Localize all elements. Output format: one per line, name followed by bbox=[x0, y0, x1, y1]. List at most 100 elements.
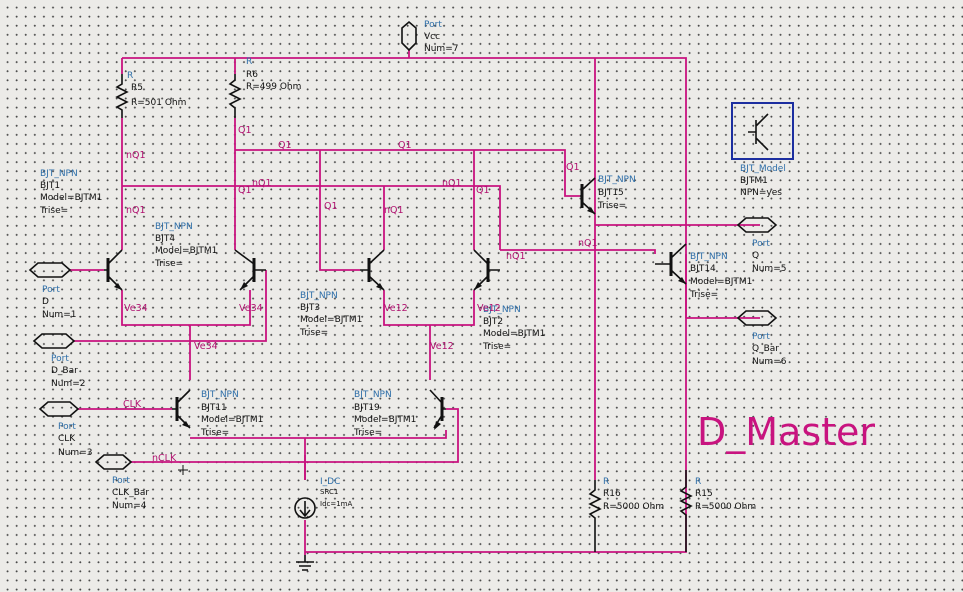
svg-text:BJT_NPN: BJT_NPN bbox=[155, 222, 193, 232]
svg-text:R5: R5 bbox=[131, 83, 143, 93]
svg-text:nQ1: nQ1 bbox=[442, 178, 462, 189]
crosshair-cursor-icon bbox=[178, 465, 188, 475]
svg-text:Num=2: Num=2 bbox=[51, 379, 85, 389]
port-q[interactable]: Port Q Num=5 bbox=[736, 217, 786, 274]
resistor-r6[interactable]: R R6 R=499 Ohm bbox=[228, 57, 301, 118]
svg-text:Port: Port bbox=[424, 20, 442, 30]
svg-text:Port: Port bbox=[752, 239, 770, 249]
svg-text:Q1: Q1 bbox=[238, 185, 252, 196]
svg-text:Q1: Q1 bbox=[324, 201, 338, 212]
svg-text:R=5000 Ohm: R=5000 Ohm bbox=[695, 502, 756, 512]
resistor-r15[interactable]: R R15 R=5000 Ohm bbox=[679, 470, 756, 552]
svg-text:D_Bar: D_Bar bbox=[51, 366, 78, 376]
transistor-bjt19[interactable]: BJT_NPN BJT19 Model=BJTM1 Trise= bbox=[353, 389, 446, 438]
svg-text:Idc=1mA: Idc=1mA bbox=[320, 500, 352, 508]
svg-text:BJT19: BJT19 bbox=[354, 403, 380, 413]
svg-text:Trise=: Trise= bbox=[39, 206, 68, 216]
svg-text:Port: Port bbox=[42, 285, 60, 295]
transistor-bjt15[interactable]: BJT_NPN BJT15 Trise= bbox=[580, 175, 636, 215]
transistor-bjt11[interactable]: BJT_NPN BJT11 Model=BJTM1 Trise= bbox=[172, 389, 263, 438]
svg-text:R: R bbox=[603, 477, 609, 487]
svg-text:BJTM1: BJTM1 bbox=[740, 176, 768, 186]
svg-text:R: R bbox=[246, 57, 252, 67]
svg-text:Model=BJTM1: Model=BJTM1 bbox=[354, 415, 416, 425]
ground-icon bbox=[296, 555, 314, 571]
svg-text:CLK_Bar: CLK_Bar bbox=[112, 488, 149, 498]
port-clk-bar[interactable]: Port CLK_Bar Num=4 bbox=[94, 454, 149, 511]
svg-text:R: R bbox=[127, 71, 133, 81]
resistor-r16[interactable]: R R16 R=5000 Ohm bbox=[588, 477, 664, 552]
svg-text:Model=BJTM1: Model=BJTM1 bbox=[201, 415, 263, 425]
resistor-r5[interactable]: R R5 R=501 Ohm bbox=[115, 71, 186, 118]
svg-text:CLK: CLK bbox=[58, 434, 76, 444]
svg-text:Q1: Q1 bbox=[398, 140, 412, 151]
svg-text:BJT_NPN: BJT_NPN bbox=[690, 252, 728, 262]
bjt-model-symbol[interactable]: BJT_Model BJTM1 NPN=yes bbox=[731, 102, 794, 198]
port-q-bar[interactable]: Port Q_Bar Num=6 bbox=[736, 310, 787, 367]
transistor-bjt3[interactable]: BJT_NPN BJT3 Model=BJTM1 Trise= bbox=[299, 249, 385, 338]
svg-text:BJT_Model: BJT_Model bbox=[740, 164, 786, 174]
svg-text:Port: Port bbox=[58, 422, 76, 432]
svg-text:Q1: Q1 bbox=[278, 140, 292, 151]
svg-text:R: R bbox=[695, 477, 701, 487]
svg-text:Q1: Q1 bbox=[566, 162, 580, 173]
svg-text:BJT_NPN: BJT_NPN bbox=[598, 175, 636, 185]
net-labels: nQ1 nQ1 nQ1 nQ1 nQ1 nQ1 nQ1 Q1 Q1 Q1 Q1 … bbox=[123, 125, 598, 464]
svg-text:Trise=: Trise= bbox=[482, 342, 511, 352]
svg-text:BJT1: BJT1 bbox=[40, 181, 60, 191]
svg-text:Model=BJTM1: Model=BJTM1 bbox=[483, 329, 545, 339]
svg-text:Trise=: Trise= bbox=[299, 328, 328, 338]
svg-text:BJT_NPN: BJT_NPN bbox=[40, 169, 78, 179]
svg-text:Trise=: Trise= bbox=[353, 428, 382, 438]
port-clk[interactable]: Port CLK Num=3 bbox=[38, 401, 92, 458]
svg-text:SRC1: SRC1 bbox=[320, 488, 338, 496]
svg-text:Port: Port bbox=[112, 476, 130, 486]
svg-text:Port: Port bbox=[752, 332, 770, 342]
transistor-bjt4[interactable]: BJT_NPN BJT4 Model=BJTM1 Trise= bbox=[154, 222, 266, 291]
port-d[interactable]: Port D Num=1 bbox=[28, 262, 76, 320]
svg-text:Model=BJTM1: Model=BJTM1 bbox=[155, 246, 217, 256]
transistor-bjt14[interactable]: BJT_NPN BJT14 Model=BJTM1 Trise= bbox=[655, 243, 752, 300]
port-d-bar[interactable]: Port D_Bar Num=2 bbox=[32, 333, 85, 389]
svg-text:D: D bbox=[42, 297, 49, 307]
svg-text:NPN=yes: NPN=yes bbox=[740, 188, 782, 198]
svg-text:BJT3: BJT3 bbox=[300, 303, 320, 313]
svg-text:Num=5: Num=5 bbox=[752, 264, 786, 274]
svg-text:Num=6: Num=6 bbox=[752, 357, 787, 367]
svg-text:BJT2: BJT2 bbox=[483, 317, 503, 327]
svg-text:Port: Port bbox=[51, 354, 69, 364]
svg-text:nQ1: nQ1 bbox=[384, 205, 404, 216]
transistor-bjt2[interactable]: BJT_NPN BJT2 Model=BJTM1 Trise= bbox=[473, 249, 545, 352]
svg-text:Trise=: Trise= bbox=[154, 259, 183, 269]
svg-text:R=501 Ohm: R=501 Ohm bbox=[131, 98, 186, 108]
svg-text:Model=BJTM1: Model=BJTM1 bbox=[300, 315, 362, 325]
svg-text:Q1: Q1 bbox=[476, 185, 490, 196]
svg-text:R16: R16 bbox=[603, 489, 621, 499]
svg-text:I_DC: I_DC bbox=[320, 477, 340, 487]
svg-text:BJT14: BJT14 bbox=[690, 264, 716, 274]
svg-text:Ve34: Ve34 bbox=[239, 303, 263, 314]
wires bbox=[70, 50, 760, 555]
svg-text:nQ1: nQ1 bbox=[578, 238, 598, 249]
svg-text:Ve12: Ve12 bbox=[430, 341, 454, 352]
svg-text:Trise=: Trise= bbox=[689, 290, 718, 300]
svg-text:Trise=: Trise= bbox=[597, 201, 626, 211]
svg-text:nQ1: nQ1 bbox=[126, 150, 146, 161]
svg-text:Q_Bar: Q_Bar bbox=[752, 344, 779, 354]
svg-text:Model=BJTM1: Model=BJTM1 bbox=[40, 193, 102, 203]
svg-text:nQ1: nQ1 bbox=[506, 251, 526, 262]
svg-text:Num=7: Num=7 bbox=[424, 44, 458, 54]
svg-text:BJT11: BJT11 bbox=[201, 403, 227, 413]
svg-text:Num=4: Num=4 bbox=[112, 501, 147, 511]
current-source-src1[interactable]: I_DC SRC1 Idc=1mA bbox=[294, 477, 352, 519]
svg-text:Trise=: Trise= bbox=[200, 428, 229, 438]
schematic-title: D_Master bbox=[697, 410, 875, 454]
svg-text:BJT_NPN: BJT_NPN bbox=[201, 390, 239, 400]
transistor-bjt1[interactable]: BJT_NPN BJT1 Model=BJTM1 Trise= bbox=[39, 169, 123, 291]
svg-text:Num=3: Num=3 bbox=[58, 448, 92, 458]
svg-text:BJT_NPN: BJT_NPN bbox=[300, 291, 338, 301]
svg-text:BJT4: BJT4 bbox=[155, 234, 175, 244]
svg-text:nQ1: nQ1 bbox=[126, 205, 146, 216]
port-vcc[interactable]: Port Vcc Num=7 bbox=[401, 20, 458, 54]
